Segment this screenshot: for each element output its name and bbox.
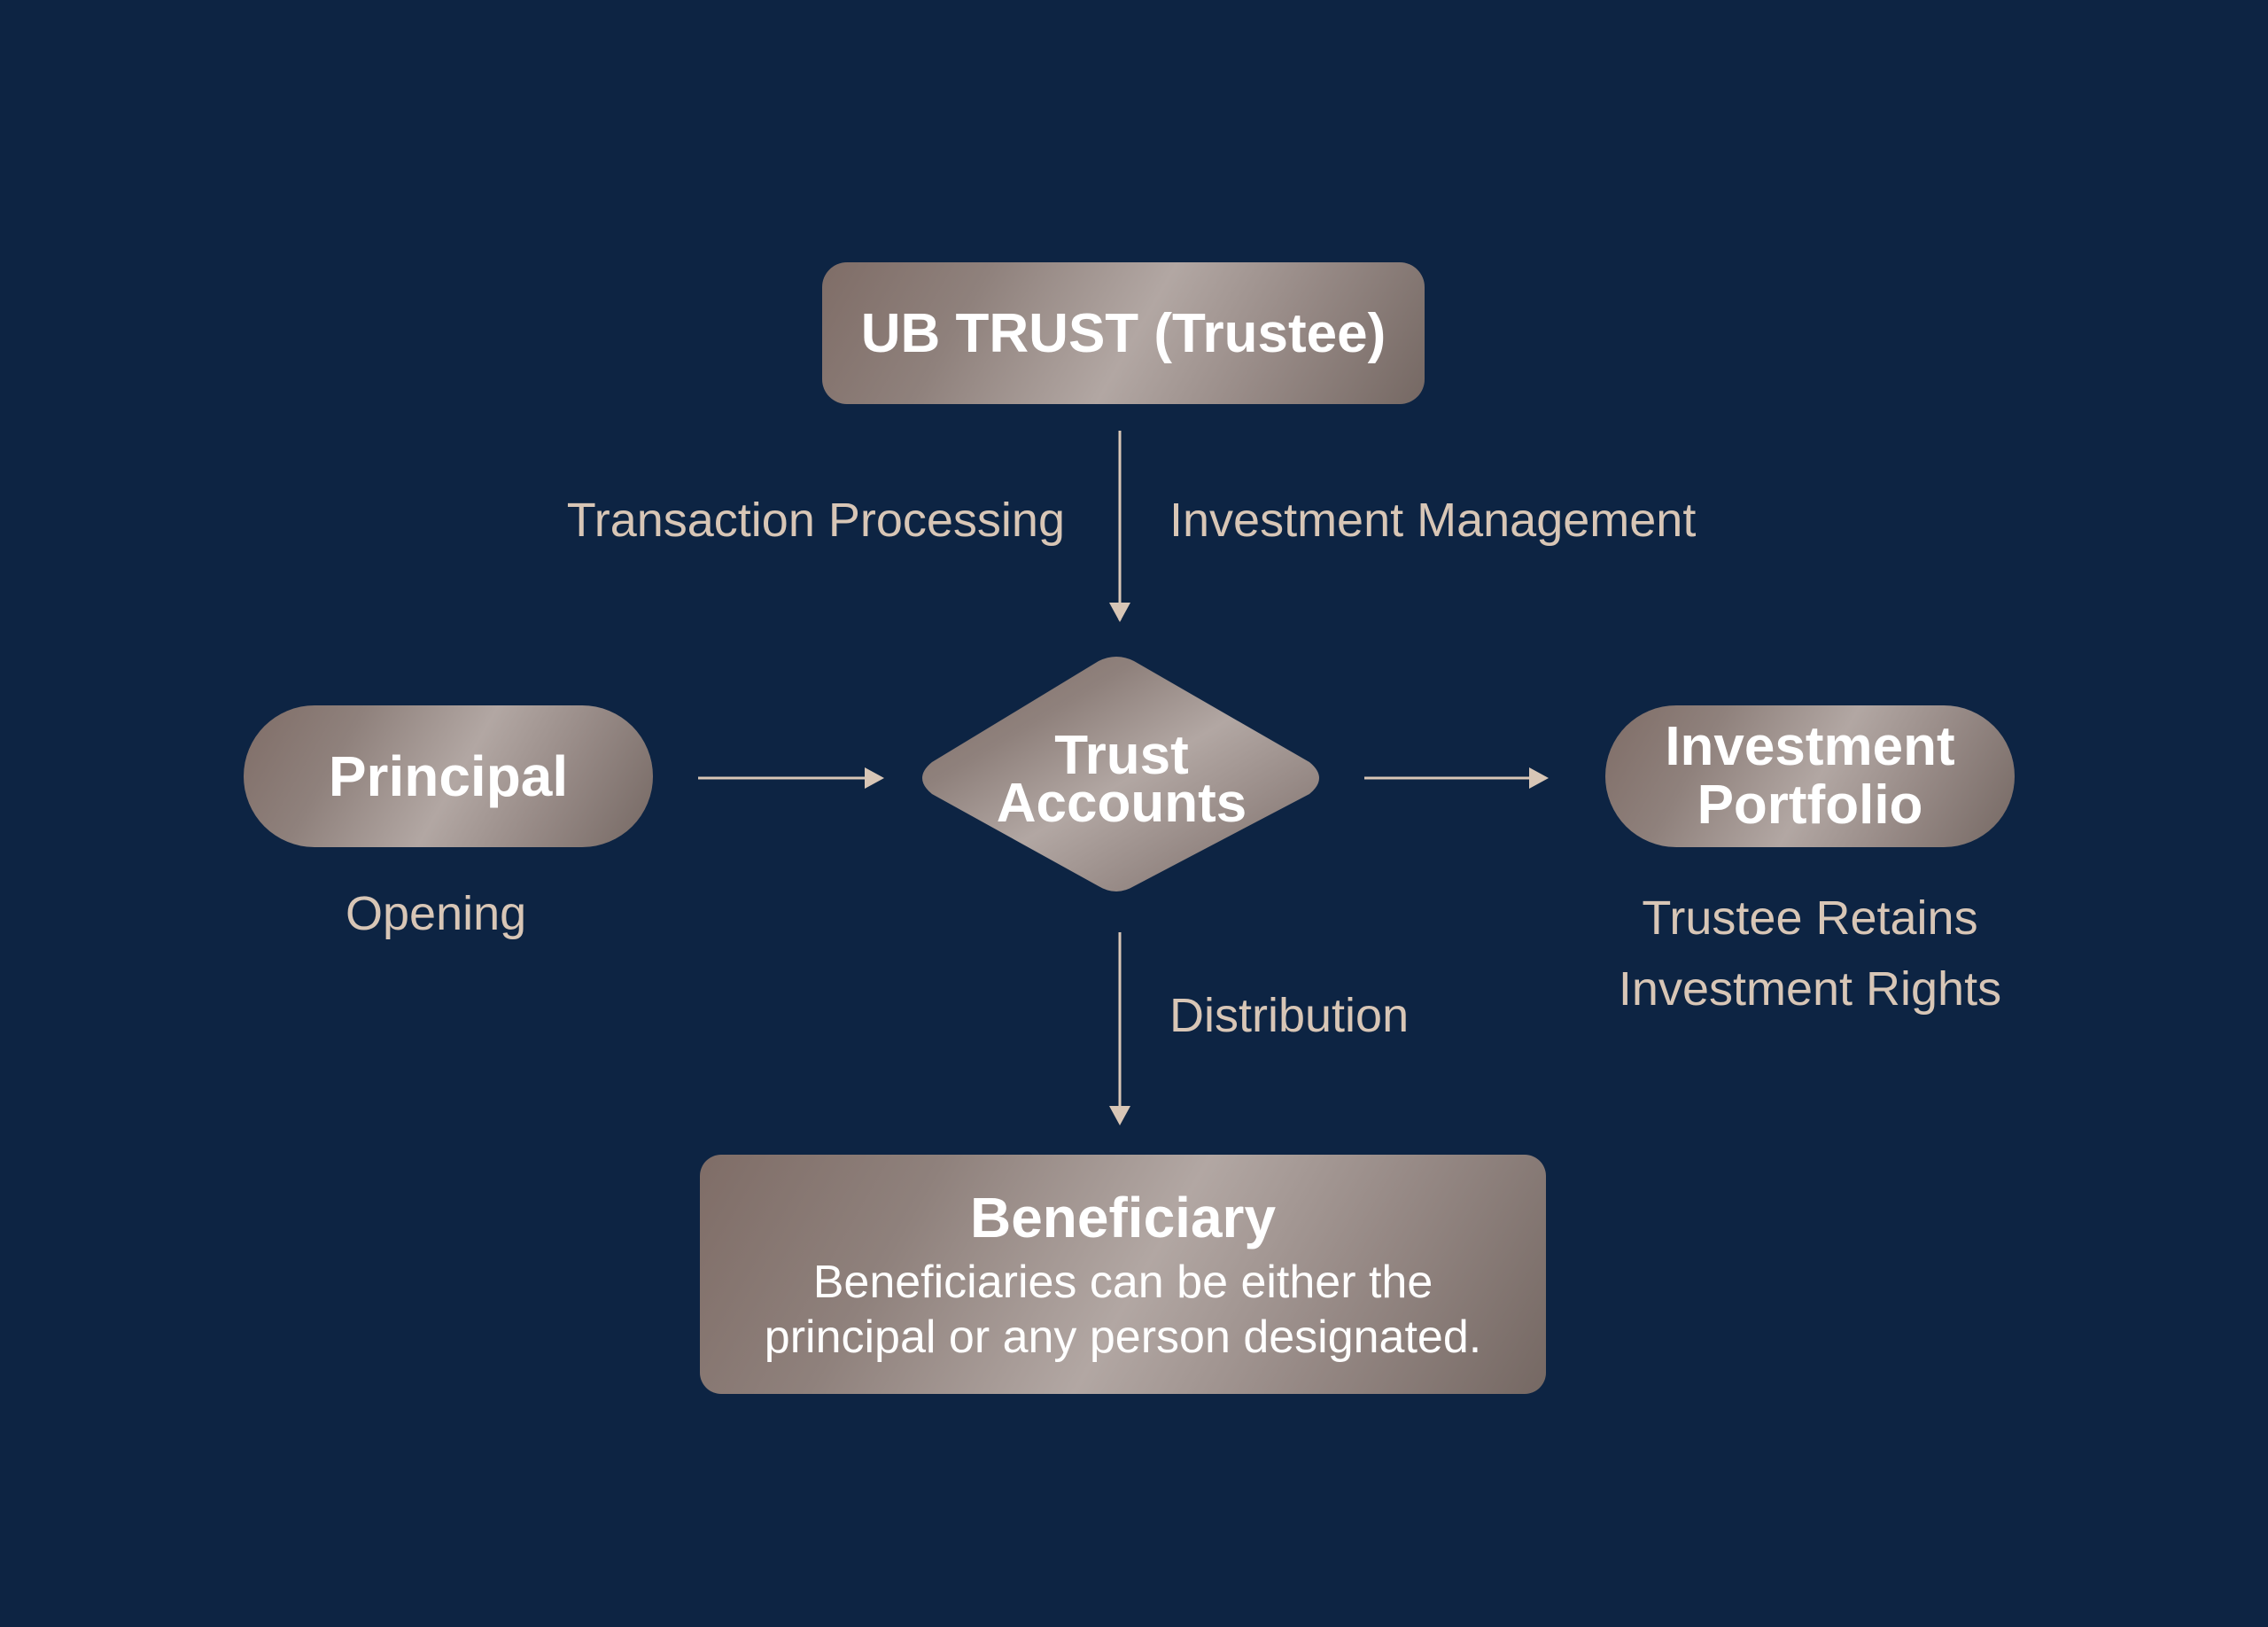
trustee-retains-line-2: Investment Rights: [1618, 962, 2002, 1016]
opening-label: Opening: [346, 887, 527, 940]
arrowhead-principal-to-accounts: [865, 767, 884, 789]
portfolio-label-line-1: Investment: [1665, 716, 1955, 777]
trustee-node: UB TRUST (Trustee): [822, 262, 1425, 404]
trust-accounts-label-line-2: Accounts: [996, 773, 1247, 834]
beneficiary-title: Beneficiary: [969, 1186, 1277, 1249]
beneficiary-node: Beneficiary Beneficiaries can be either …: [700, 1155, 1546, 1394]
arrowhead-accounts-to-portfolio: [1529, 767, 1549, 789]
trust-accounts-diamond: [922, 657, 1319, 891]
transaction-processing-label: Transaction Processing: [566, 494, 1065, 547]
portfolio-label-line-2: Portfolio: [1697, 775, 1923, 836]
distribution-label: Distribution: [1169, 989, 1410, 1042]
investment-management-label: Investment Management: [1169, 494, 1697, 547]
principal-label: Principal: [328, 744, 569, 808]
trust-accounts-node: Trust Accounts: [918, 709, 1325, 851]
trustee-retains-line-1: Trustee Retains: [1642, 891, 1978, 945]
arrowhead-trustee-to-accounts: [1109, 603, 1130, 622]
trustee-retains-label: Trustee Retains Investment Rights: [1586, 883, 2034, 1024]
arrowhead-accounts-to-beneficiary: [1109, 1106, 1130, 1125]
trust-accounts-label-line-1: Trust: [1054, 725, 1189, 786]
beneficiary-description-line-1: Beneficiaries can be either the: [812, 1257, 1433, 1308]
investment-portfolio-node: Investment Portfolio: [1605, 705, 2015, 847]
beneficiary-description-line-2: principal or any person designated.: [764, 1312, 1482, 1363]
trustee-label: UB TRUST (Trustee): [860, 302, 1386, 364]
principal-node: Principal: [244, 705, 653, 847]
